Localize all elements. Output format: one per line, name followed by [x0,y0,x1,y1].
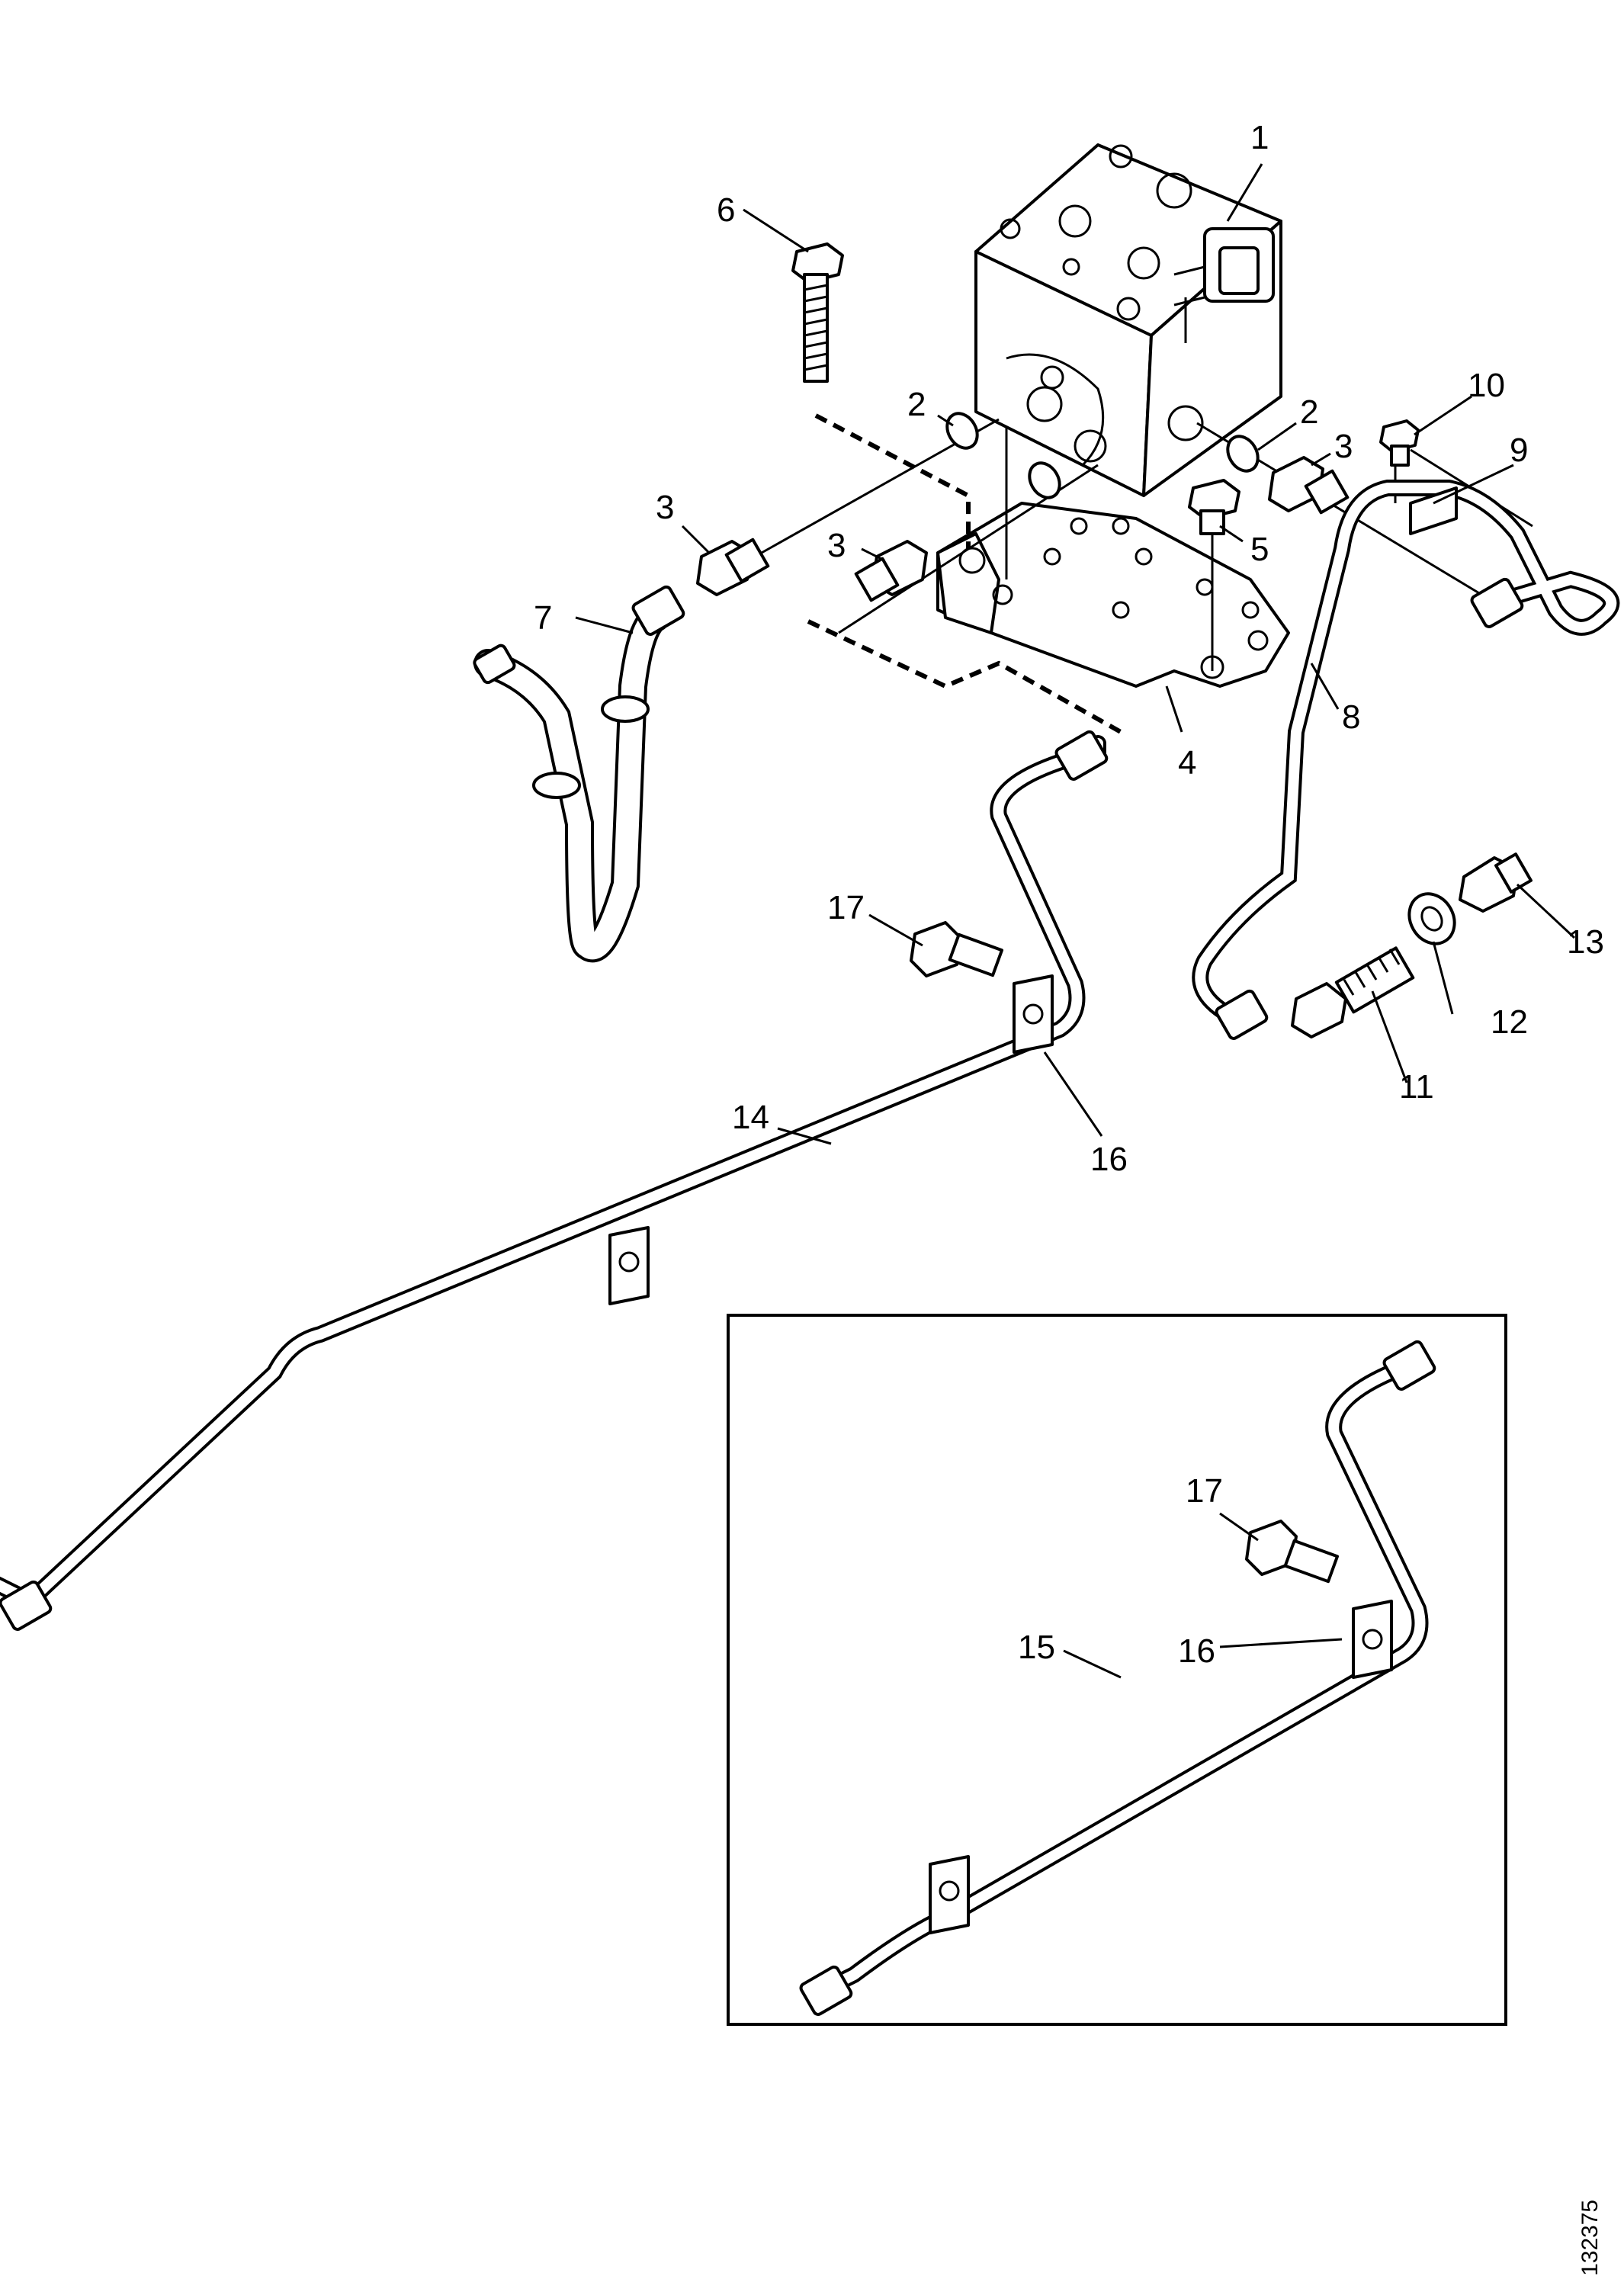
callout-17: 17 [827,889,865,926]
callout-1: 1 [1250,119,1269,156]
o-ring [1226,435,1260,473]
brake-pipe-long [0,730,1109,1631]
leader-lines [575,163,1576,1679]
callout-12: 12 [1491,1003,1528,1041]
callout-3: 3 [656,489,674,526]
callout-16: 16 [1178,1632,1215,1670]
callout-3: 3 [827,527,846,564]
assembly-dash-line [807,619,1122,734]
callout-2: 2 [907,386,926,423]
callout-13: 13 [1567,923,1604,961]
pipe-clip [1409,486,1458,535]
callout-15: 15 [1018,1629,1055,1666]
callout-10: 10 [1468,367,1505,404]
callout-16: 16 [1090,1141,1128,1178]
inset-frame [727,1314,1507,2026]
callout-8: 8 [1342,698,1360,736]
mounting-bracket [936,502,1290,688]
brake-pipe-short [799,1340,1436,2016]
adapter-fitting [1268,456,1350,515]
short-bolt [1188,479,1240,535]
callout-17: 17 [1186,1472,1223,1510]
adapter-fitting [854,540,928,602]
small-bolt [1379,419,1420,467]
clip-bolt-inset [1245,1520,1340,1584]
brake-pipe [1192,480,1620,1040]
assembly-dash-line [814,413,971,549]
long-bolt [791,242,844,383]
o-ring [1028,461,1061,499]
callout-6: 6 [717,191,735,229]
valve-block [974,143,1282,497]
callout-2: 2 [1300,393,1318,431]
callout-11: 11 [1399,1068,1434,1106]
figure-id: 132375 [1577,2200,1603,2276]
callout-7: 7 [534,599,552,637]
callout-5: 5 [1250,531,1269,568]
bleeder-screw [1291,946,1415,1038]
adapter-fitting [696,538,770,596]
callout-14: 14 [732,1099,769,1136]
callout-9: 9 [1510,432,1528,469]
callout-3: 3 [1334,428,1353,465]
clip-bolt [910,921,1004,977]
callout-4: 4 [1178,744,1196,782]
hose [473,585,685,963]
o-ring [945,412,979,450]
bleeder-cap [1459,852,1533,913]
nut [1407,892,1456,945]
